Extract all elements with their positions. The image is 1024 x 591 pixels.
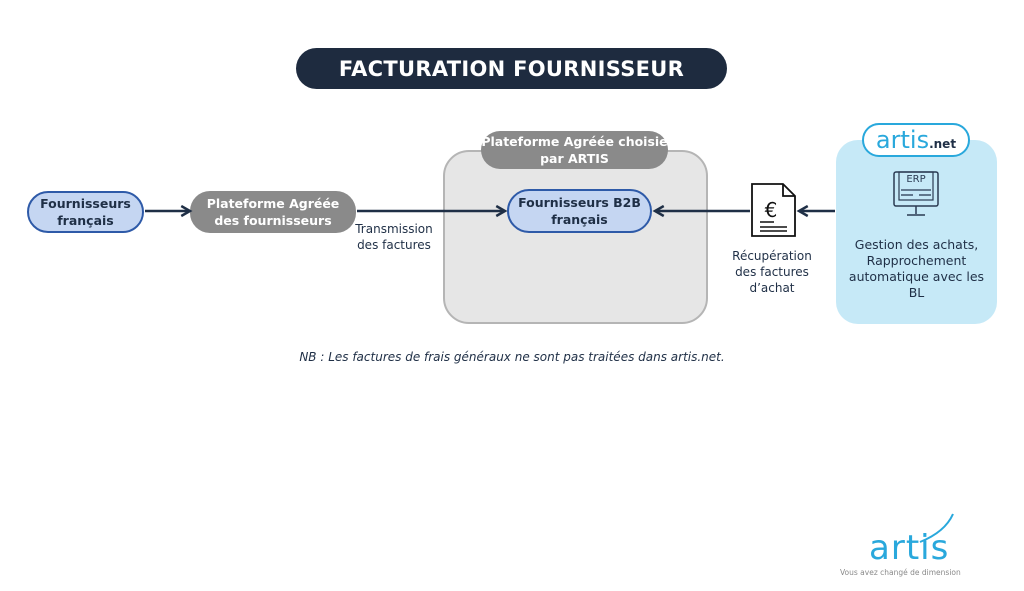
artis-net-suffix: .net [929, 137, 957, 151]
erp-monitor-icon: ERP [893, 170, 939, 218]
pa-artis-container [443, 150, 708, 324]
svg-text:€: € [765, 198, 778, 222]
node-pa-fournisseurs: Plateforme Agréée des fournisseurs [190, 191, 356, 233]
artis-net-brand: artis [875, 126, 930, 154]
erp-description: Gestion des achats, Rapprochement automa… [848, 237, 985, 300]
node-fournisseurs-francais: Fournisseurs français [27, 191, 144, 233]
logo-brand: artis [869, 528, 950, 568]
erp-label: ERP [906, 174, 926, 185]
pa-artis-label: Plateforme Agréée choisie par ARTIS [481, 131, 668, 169]
page-title: FACTURATION FOURNISSEUR [296, 48, 727, 89]
artis-logo: artis Vous avez changé de dimension [835, 512, 965, 582]
logo-tagline: Vous avez changé de dimension [840, 568, 961, 577]
node-b2b: Fournisseurs B2B français [507, 189, 652, 233]
artis-net-badge: artis.net [862, 123, 970, 157]
edge-label-transmission: Transmission des factures [355, 222, 433, 252]
note: NB : Les factures de frais généraux ne s… [299, 350, 725, 364]
edge-label-recuperation: Récupération des factures d’achat [732, 249, 812, 295]
artis-net-panel [836, 140, 997, 324]
euro-invoice-icon: € [751, 183, 796, 237]
